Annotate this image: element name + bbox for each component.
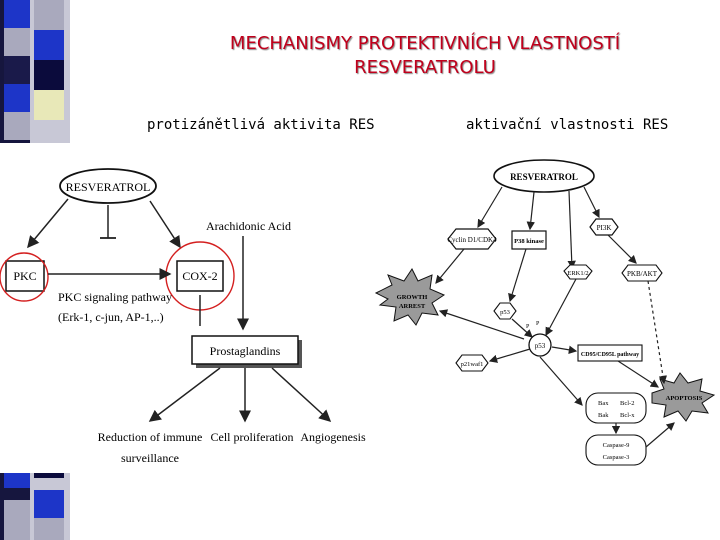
phospho-label-2: P xyxy=(536,321,540,327)
r-arrow-res-p38 xyxy=(526,191,535,231)
activation-diagram: RESVERATROL Cyclin D1/CDK4 P38 kinase PI… xyxy=(374,143,718,473)
r-arrow-cyclin-growth xyxy=(435,248,465,284)
pkc-pathway-line2: (Erk-1, c-jun, AP-1,..) xyxy=(58,310,164,324)
apoptosis-node xyxy=(651,372,716,422)
r-arrow-pkb-apoptosis xyxy=(647,280,668,385)
p38-node xyxy=(511,230,547,250)
pkb-label: PKB/AKT xyxy=(627,270,658,278)
apoptosis-label: APOPTOSIS xyxy=(666,395,703,402)
casp9-label: Caspase-9 xyxy=(603,442,630,449)
erk-node xyxy=(563,264,593,280)
cell-proliferation-label: Cell proliferation xyxy=(211,430,294,444)
pi3k-label: PI3K xyxy=(597,224,612,232)
title-line-2: RESVERATROLU xyxy=(354,57,496,78)
p53-small-label: p53 xyxy=(500,309,510,316)
arrow-prost-immune xyxy=(148,367,221,422)
r-arrow-res-cyclin xyxy=(477,186,503,229)
casp3-label: Caspase-3 xyxy=(603,454,630,461)
angiogenesis-label: Angiogenesis xyxy=(300,430,366,444)
growth-arrest-label-1: GROWTH xyxy=(397,294,428,301)
cox2-node xyxy=(176,260,224,292)
r-arrow-caspase-apoptosis xyxy=(645,422,675,448)
pkc-label: PKC xyxy=(13,269,36,283)
growth-arrest-node xyxy=(374,268,446,326)
prostaglandins-label: Prostaglandins xyxy=(210,344,281,358)
p53-small-node xyxy=(493,302,517,320)
r-resveratrol-label: RESVERATROL xyxy=(510,172,578,182)
r-arrow-pi3k-pkb xyxy=(607,234,637,264)
bclx-label: Bcl-x xyxy=(620,412,635,419)
prostaglandins-node xyxy=(191,335,299,365)
r-arrow-res-pi3k xyxy=(583,186,600,219)
resveratrol-label: RESVERATROL xyxy=(66,180,151,194)
r-arrow-p53-bcl xyxy=(539,356,583,406)
r-arrow-cd95-apoptosis xyxy=(617,360,660,388)
bcl-family-node xyxy=(585,392,647,424)
arachidonic-acid-label: Arachidonic Acid xyxy=(206,219,291,233)
cd95-label: CD95/CD95L pathway xyxy=(581,352,639,358)
arrow-prost-angio xyxy=(271,367,332,423)
pkc-pathway-line1: PKC signaling pathway xyxy=(58,290,172,304)
title-line-1: MECHANISMY PROTEKTIVNÍCH VLASTNOSTÍ xyxy=(229,33,621,54)
bak-label: Bak xyxy=(598,412,609,419)
p53-node xyxy=(528,333,552,357)
pkb-node xyxy=(621,264,663,282)
bax-label: Bax xyxy=(598,400,609,407)
right-subtitle: aktivační vlastnosti RES xyxy=(466,117,669,133)
growth-arrest-label-2: ARREST xyxy=(399,303,426,310)
pkc-node xyxy=(5,260,45,292)
immune-label-1: Reduction of immune xyxy=(98,430,203,444)
cox2-label: COX-2 xyxy=(182,269,217,283)
bcl2-label: Bcl-2 xyxy=(620,400,634,407)
arrow-res-pkc xyxy=(27,198,69,249)
arrow-res-cox2 xyxy=(149,200,181,249)
immune-label-2: surveillance xyxy=(121,451,179,465)
r-arrow-p53small-p53 xyxy=(511,318,533,338)
phospho-label-1: P xyxy=(526,324,530,330)
p38-label: P38 kinase xyxy=(514,238,544,245)
anti-inflammatory-diagram: RESVERATROL Arachidonic Acid PKC COX-2 P… xyxy=(0,143,372,473)
r-arrow-p53-p21 xyxy=(488,348,531,363)
r-arrow-p38-p53 xyxy=(508,248,527,303)
erk-label: ERK1/2 xyxy=(567,270,588,277)
resveratrol-node xyxy=(59,168,157,204)
r-resveratrol-node xyxy=(493,159,595,193)
caspase-node xyxy=(585,434,647,466)
p21-label: p21waf1 xyxy=(461,361,484,368)
r-arrow-p53-growth xyxy=(438,309,525,340)
cd95-node xyxy=(577,344,643,362)
pi3k-node xyxy=(589,218,619,236)
pkc-highlight-circle xyxy=(0,252,49,302)
left-subtitle: protizánětlivá aktivita RES xyxy=(147,117,375,133)
r-arrow-erk-p53 xyxy=(545,278,577,337)
r-arrow-p53-cd95 xyxy=(551,345,578,354)
r-arrow-res-erk xyxy=(567,190,576,270)
p53-label: p53 xyxy=(535,342,546,350)
cyclin-label: Cyclin D1/CDK4 xyxy=(447,236,497,244)
slide-title: MECHANISMY PROTEKTIVNÍCH VLASTNOSTÍ RESV… xyxy=(160,32,690,80)
cyclin-node xyxy=(447,228,497,250)
p21-node xyxy=(455,354,489,372)
